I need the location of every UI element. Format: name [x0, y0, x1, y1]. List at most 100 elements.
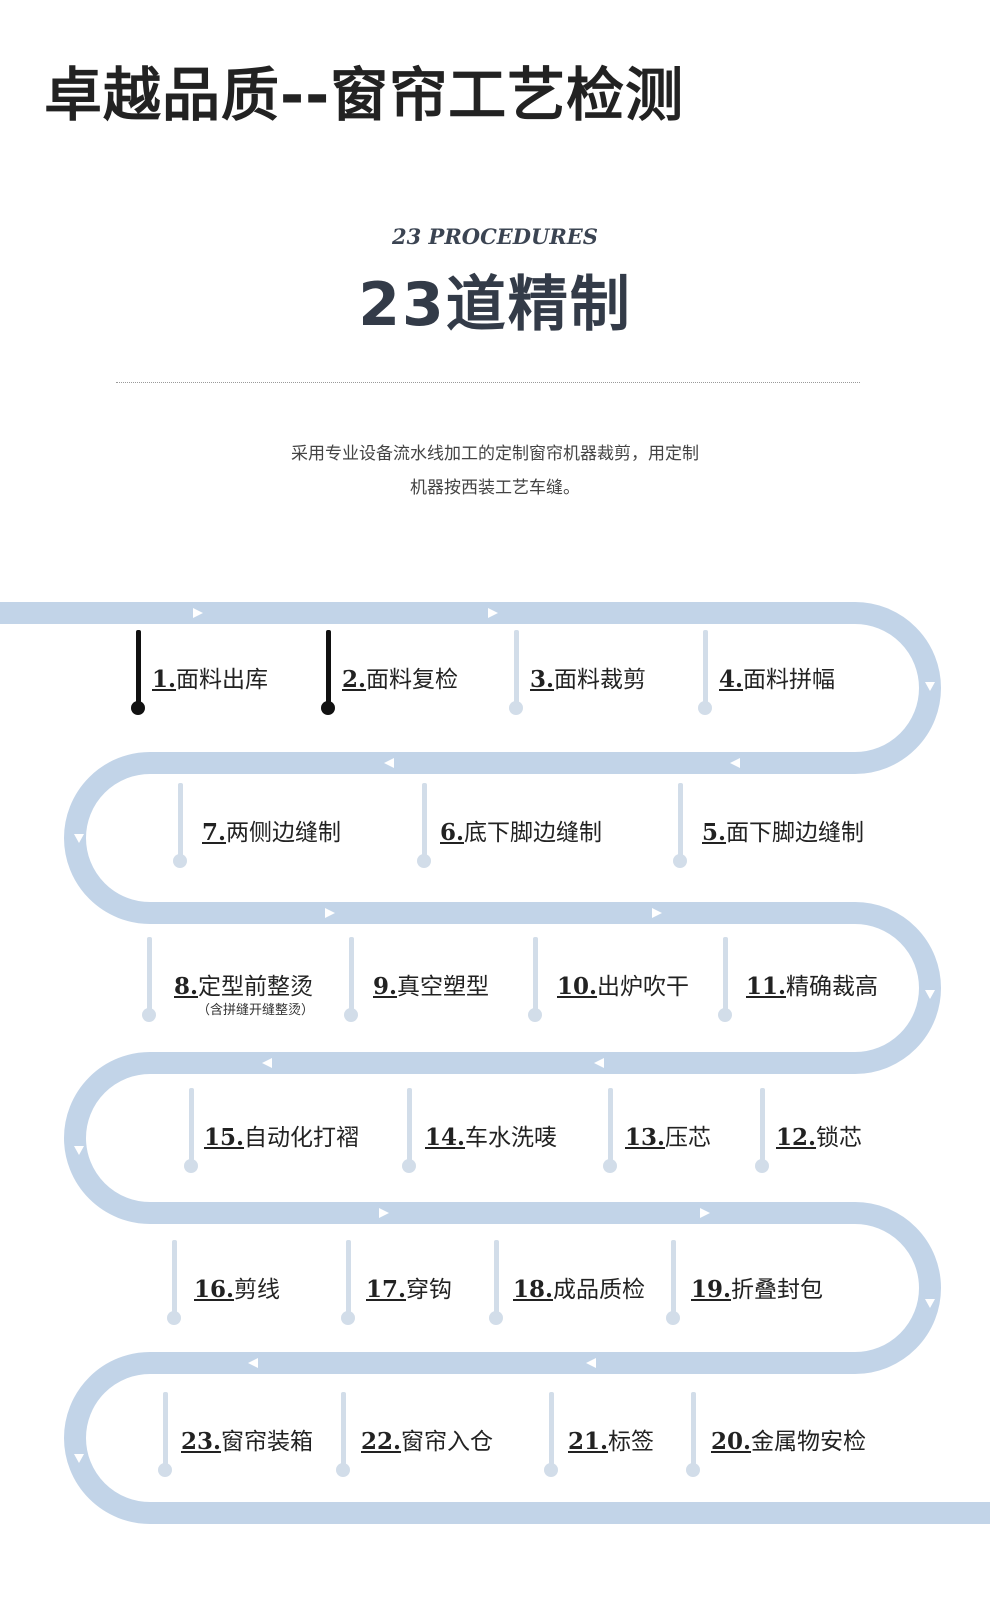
step-text: 窗帘装箱: [221, 1429, 314, 1455]
step-text: 剪线: [234, 1277, 281, 1303]
step-text: 折叠封包: [731, 1277, 824, 1303]
arrow-left-icon: [384, 758, 394, 768]
step-dot: [344, 1008, 358, 1022]
step-text: 面料拼幅: [743, 667, 836, 693]
step-label: 15.自动化打褶: [204, 1118, 359, 1152]
arrow-left-icon: [586, 1358, 596, 1368]
step-number: 9.: [373, 973, 398, 1000]
step-dot: [666, 1311, 680, 1325]
description: 采用专业设备流水线加工的定制窗帘机器裁剪，用定制 机器按西装工艺车缝。: [0, 437, 990, 505]
step-dot: [603, 1159, 617, 1173]
step-connector: [671, 1240, 676, 1316]
step-dot: [167, 1311, 181, 1325]
step-connector: [346, 1240, 351, 1316]
arrow-left-icon: [594, 1058, 604, 1068]
step-text: 穿钩: [406, 1277, 453, 1303]
step-dot: [142, 1008, 156, 1022]
step-text: 精确裁高: [786, 974, 879, 1000]
arrow-down-icon: [74, 1146, 84, 1155]
step-number: 17.: [366, 1276, 407, 1303]
step-dot: [673, 854, 687, 868]
step-number: 3.: [530, 666, 555, 693]
step-number: 13.: [625, 1124, 666, 1151]
step-label: 9.真空塑型: [373, 967, 489, 1001]
step-connector: [189, 1088, 194, 1164]
step-label: 21.标签: [568, 1422, 654, 1456]
step-text: 标签: [608, 1429, 655, 1455]
step-number: 16.: [194, 1276, 235, 1303]
step-label: 17.穿钩: [366, 1270, 452, 1304]
step-connector: [703, 630, 708, 706]
arrow-left-icon: [730, 758, 740, 768]
step-text: 自动化打褶: [244, 1125, 360, 1151]
section-subtitle: 23 PROCEDURES: [392, 224, 598, 249]
step-text: 成品质检: [553, 1277, 646, 1303]
step-number: 23.: [181, 1428, 222, 1455]
step-dot: [417, 854, 431, 868]
arrow-right-icon: [193, 608, 203, 618]
step-number: 8.: [174, 973, 199, 1000]
step-text: 面下脚边缝制: [726, 820, 865, 846]
step-connector: [723, 937, 728, 1013]
step-dot: [698, 701, 712, 715]
arrow-right-icon: [325, 908, 335, 918]
step-text: 真空塑型: [397, 974, 490, 1000]
step-dot: [321, 701, 335, 715]
step-number: 14.: [425, 1124, 466, 1151]
step-connector: [172, 1240, 177, 1316]
arrow-down-icon: [74, 1454, 84, 1463]
step-label: 11.精确裁高: [746, 967, 878, 1001]
step-label: 16.剪线: [194, 1270, 280, 1304]
step-dot: [755, 1159, 769, 1173]
dotted-divider: [116, 382, 860, 383]
step-text: 压芯: [665, 1125, 712, 1151]
step-text: 定型前整烫: [198, 974, 314, 1000]
arrow-down-icon: [74, 834, 84, 843]
step-number: 20.: [711, 1428, 752, 1455]
step-connector: [407, 1088, 412, 1164]
step-connector: [691, 1392, 696, 1468]
section-heading: 23道精制: [358, 270, 632, 340]
step-label: 14.车水洗唛: [425, 1118, 557, 1152]
step-number: 15.: [204, 1124, 245, 1151]
step-dot: [544, 1463, 558, 1477]
step-dot: [131, 701, 145, 715]
step-text: 窗帘入仓: [401, 1429, 494, 1455]
step-number: 4.: [719, 666, 744, 693]
step-label: 13.压芯: [625, 1118, 711, 1152]
step-text: 两侧边缝制: [226, 820, 342, 846]
step-connector: [136, 630, 141, 706]
step-number: 5.: [702, 819, 727, 846]
step-text: 面料裁剪: [554, 667, 647, 693]
arrow-right-icon: [700, 1208, 710, 1218]
arrow-left-icon: [248, 1358, 258, 1368]
step-dot: [509, 701, 523, 715]
step-text: 面料出库: [176, 667, 269, 693]
step-number: 12.: [776, 1124, 817, 1151]
step-dot: [528, 1008, 542, 1022]
step-dot: [718, 1008, 732, 1022]
arrow-right-icon: [379, 1208, 389, 1218]
step-connector: [422, 783, 427, 859]
step-label: 4.面料拼幅: [719, 660, 835, 694]
step-dot: [158, 1463, 172, 1477]
step-number: 6.: [440, 819, 465, 846]
arrow-right-icon: [652, 908, 662, 918]
step-number: 11.: [746, 973, 787, 1000]
step-dot: [341, 1311, 355, 1325]
step-connector: [494, 1240, 499, 1316]
step-label: 1.面料出库: [152, 660, 268, 694]
page-title: 卓越品质--窗帘工艺检测: [44, 61, 685, 129]
step-number: 10.: [557, 973, 598, 1000]
step-connector: [147, 937, 152, 1013]
step-number: 21.: [568, 1428, 609, 1455]
step-text: 车水洗唛: [465, 1125, 558, 1151]
step-dot: [686, 1463, 700, 1477]
step-dot: [173, 854, 187, 868]
step-text: 面料复检: [366, 667, 459, 693]
step-label: 2.面料复检: [342, 660, 458, 694]
step-label: 6.底下脚边缝制: [440, 813, 602, 847]
arrow-right-icon: [488, 608, 498, 618]
step-number: 22.: [361, 1428, 402, 1455]
step-number: 1.: [152, 666, 177, 693]
